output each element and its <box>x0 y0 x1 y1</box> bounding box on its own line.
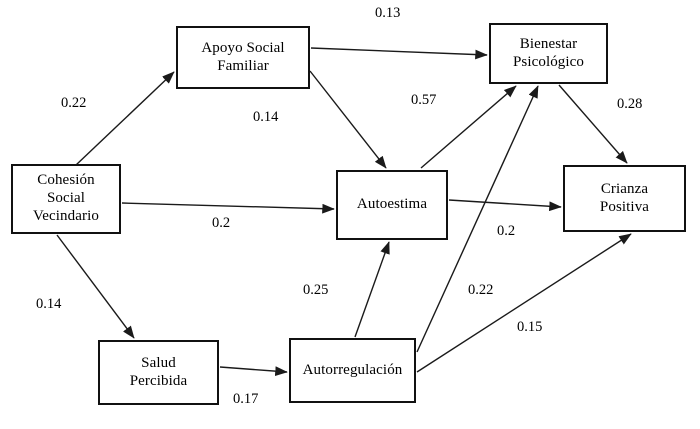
node-apoyo-social-familiar: Apoyo Social Familiar <box>176 26 310 89</box>
node-label-crianza-positiva: Crianza Positiva <box>599 180 650 215</box>
edge-label-salud-to-autorregulacion: 0.17 <box>233 391 259 407</box>
edge-salud-to-autorregulacion <box>219 366 288 377</box>
edge-label-cohesion-to-apoyo: 0.22 <box>61 95 87 111</box>
edge-lines <box>56 47 632 377</box>
node-salud-percibida: Salud Percibida <box>98 340 219 405</box>
edge-label-apoyo-to-autoestima: 0.14 <box>253 109 279 125</box>
edge-label-cohesion-to-autoestima: 0.2 <box>212 215 231 231</box>
edge-autorregulacion-to-bienestar <box>416 85 539 353</box>
edge-autoestima-to-crianza <box>448 199 562 212</box>
edge-autorregulacion-to-autoestima <box>354 241 390 338</box>
edge-label-autorregulacion-to-bienestar: 0.22 <box>468 282 494 298</box>
node-autorregulacion: Autorregulación <box>289 338 416 403</box>
node-label-autorregulacion: Autorregulación <box>302 361 403 378</box>
node-bienestar-psicologico: Bienestar Psicológico <box>489 23 608 84</box>
edge-label-apoyo-to-bienestar: 0.13 <box>375 5 401 21</box>
node-crianza-positiva: Crianza Positiva <box>563 165 686 232</box>
edge-label-autoestima-to-bienestar: 0.57 <box>411 92 437 108</box>
node-label-salud-percibida: Salud Percibida <box>129 354 188 389</box>
edge-autorregulacion-to-crianza <box>416 233 632 373</box>
edge-autoestima-to-bienestar <box>420 85 517 169</box>
edge-label-autorregulacion-to-autoestima: 0.25 <box>303 282 329 298</box>
edge-label-autorregulacion-to-crianza: 0.15 <box>517 319 543 335</box>
edge-bienestar-to-crianza <box>558 84 628 164</box>
edge-label-bienestar-to-crianza: 0.28 <box>617 96 643 112</box>
edge-label-cohesion-to-salud: 0.14 <box>36 296 62 312</box>
edge-label-autoestima-to-crianza: 0.2 <box>497 223 516 239</box>
edge-cohesion-to-salud <box>56 234 135 339</box>
edge-apoyo-to-autoestima <box>309 70 387 169</box>
node-label-apoyo-social-familiar: Apoyo Social Familiar <box>201 39 285 74</box>
node-cohesion-social-vecindario: Cohesión Social Vecindario <box>11 164 121 234</box>
node-autoestima: Autoestima <box>336 170 448 240</box>
edge-cohesion-to-autoestima <box>121 202 335 214</box>
edge-cohesion-to-apoyo <box>75 71 175 166</box>
node-label-autoestima: Autoestima <box>356 196 428 213</box>
edge-apoyo-to-bienestar <box>310 47 488 60</box>
node-label-cohesion-social-vecindario: Cohesión Social Vecindario <box>33 172 99 224</box>
node-label-bienestar-psicologico: Bienestar Psicológico <box>512 35 585 70</box>
